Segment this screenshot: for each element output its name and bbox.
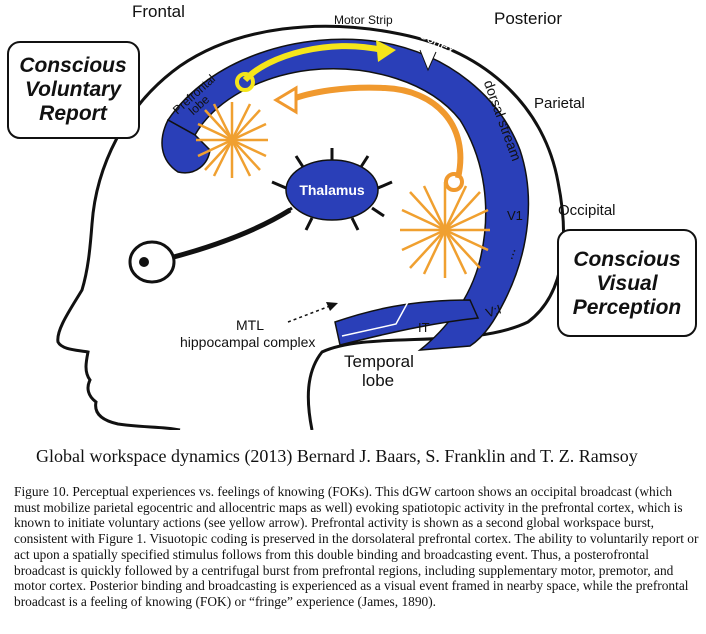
occipital-burst [400,182,490,278]
orange-arrow [288,84,464,179]
orange-arrow-origin [444,172,464,192]
pupil [139,257,149,267]
thalamus-label: Thalamus [299,182,365,198]
posterior-label: Posterior [494,9,562,28]
yellow-arrow [242,43,383,83]
perception-box [557,229,697,337]
head-outline [56,24,566,430]
perception-box-line3: Perception [573,296,682,319]
prefrontal-burst [196,102,268,178]
figure-caption: Figure 10. Perceptual experiences vs. fe… [14,484,699,609]
mtl-arrow [287,305,331,323]
yellow-arrow-origin [235,72,255,92]
parietal-label: Parietal [534,95,585,112]
thalamus [285,159,379,221]
perception-box-line1: Conscious [573,248,680,271]
temporal-lobe-label: lobe [362,371,394,390]
hippocampal-label: hippocampal complex [180,334,315,350]
report-box-line2: Voluntary [25,78,122,101]
occipital-label: Occipital [558,202,616,219]
eye [128,240,176,284]
optic-path [169,207,292,261]
perception-box-line2: Visual [596,272,658,295]
mtl-arrowhead [326,302,338,311]
orange-arrowhead [273,85,298,115]
report-box-line3: Report [39,102,108,125]
global-workspace-diagram: Thalamus Frontal Posterior Motor Strip C… [7,2,697,430]
cortex-band [166,38,530,351]
frontal-label: Frontal [132,2,185,21]
central-notch [419,49,437,72]
temporal-band [334,299,480,346]
ellipsis-label: ... [500,245,519,261]
citation: Global workspace dynamics (2013) Bernard… [36,446,638,466]
yellow-arrowhead [376,40,396,62]
motor-strip-label: Motor Strip [334,13,393,27]
v1-label: V1 [507,208,523,223]
temporal-label: Temporal [344,352,414,371]
report-box [7,41,140,139]
mtl-label: MTL [236,317,264,333]
report-box-line1: Conscious [19,54,126,77]
temporal-inner-line [341,285,417,337]
prefrontal-extension [161,118,211,174]
vi-label: V:I [484,301,503,320]
it-label: IT [418,320,430,335]
